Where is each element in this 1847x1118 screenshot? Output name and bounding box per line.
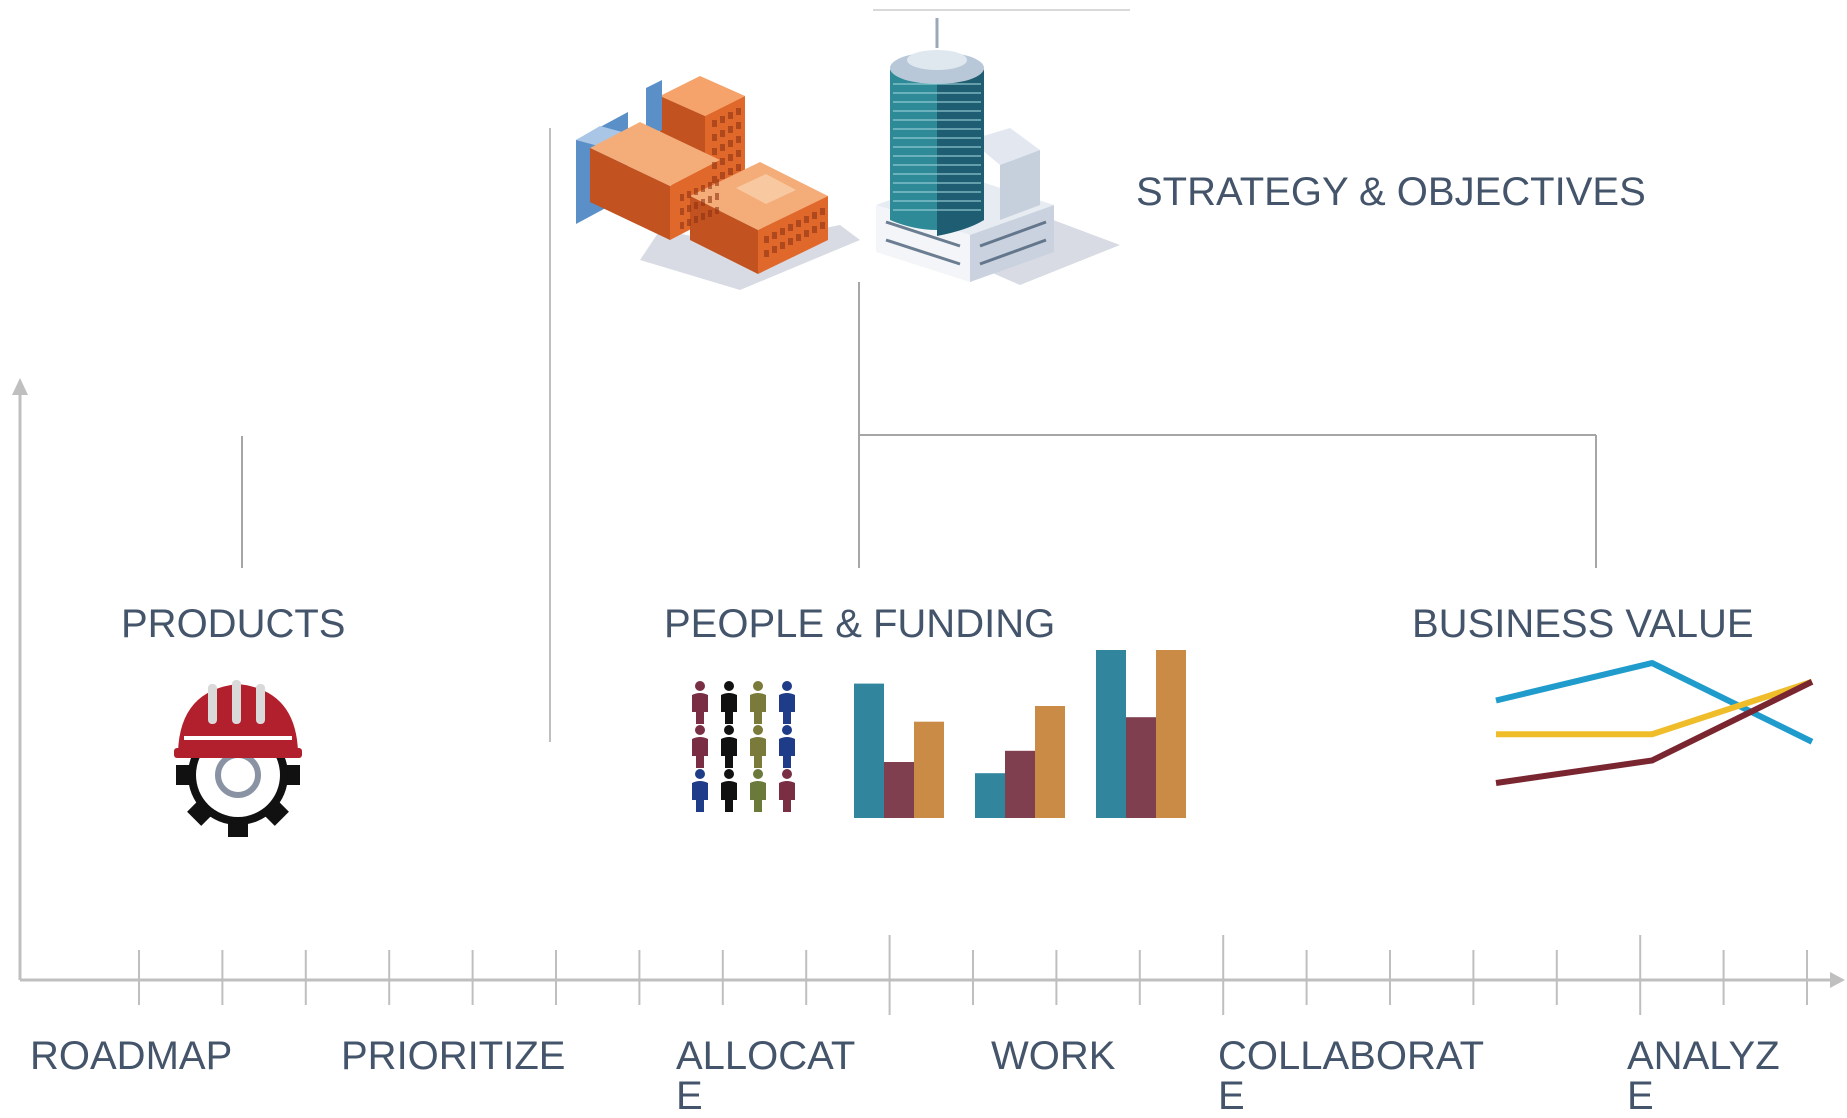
- funding-bar: [1035, 706, 1065, 818]
- office-buildings-icon: [576, 76, 860, 290]
- x-axis: [20, 972, 1845, 988]
- people-funding-label: PEOPLE & FUNDING: [664, 602, 1056, 646]
- person-icon: [721, 725, 737, 768]
- value-line: [1495, 679, 1814, 786]
- person-icon: [750, 681, 766, 724]
- funding-bar: [975, 773, 1005, 818]
- person-icon: [692, 681, 708, 724]
- axis-label-allocate: ALLOCATE: [676, 1034, 856, 1118]
- strategy-objectives-label: STRATEGY & OBJECTIVES: [1136, 170, 1646, 214]
- person-icon: [779, 725, 795, 768]
- axis-label-work: WORK: [991, 1034, 1116, 1078]
- y-axis: [12, 378, 28, 980]
- funding-bar: [854, 683, 884, 818]
- funding-bar: [1156, 650, 1186, 818]
- funding-bar: [1126, 717, 1156, 818]
- value-line: [1495, 660, 1814, 745]
- helmet-gear-icon: [174, 680, 302, 837]
- bar-chart-icon: [854, 650, 1186, 818]
- person-icon: [692, 769, 708, 812]
- line-chart-icon: [1495, 660, 1814, 786]
- axis-label-collaborate: COLLABORATE: [1218, 1034, 1484, 1118]
- person-icon: [750, 769, 766, 812]
- products-label: PRODUCTS: [121, 602, 346, 646]
- x-axis-ticks: [138, 935, 1808, 1015]
- funding-bar: [884, 762, 914, 818]
- person-icon: [779, 769, 795, 812]
- axis-label-analyze: ANALYZE: [1627, 1034, 1780, 1118]
- value-line: [1496, 678, 1813, 738]
- axis-label-prioritize: PRIORITIZE: [341, 1034, 566, 1078]
- person-icon: [692, 725, 708, 768]
- people-group-icon: [692, 681, 795, 812]
- skyscraper-icon: [876, 18, 1120, 285]
- business-value-label: BUSINESS VALUE: [1412, 602, 1754, 646]
- axis-label-roadmap: ROADMAP: [30, 1034, 233, 1078]
- funding-bar: [1005, 750, 1035, 818]
- person-icon: [721, 681, 737, 724]
- funding-bar: [914, 721, 944, 818]
- person-icon: [750, 725, 766, 768]
- funding-bar: [1096, 650, 1126, 818]
- person-icon: [779, 681, 795, 724]
- person-icon: [721, 769, 737, 812]
